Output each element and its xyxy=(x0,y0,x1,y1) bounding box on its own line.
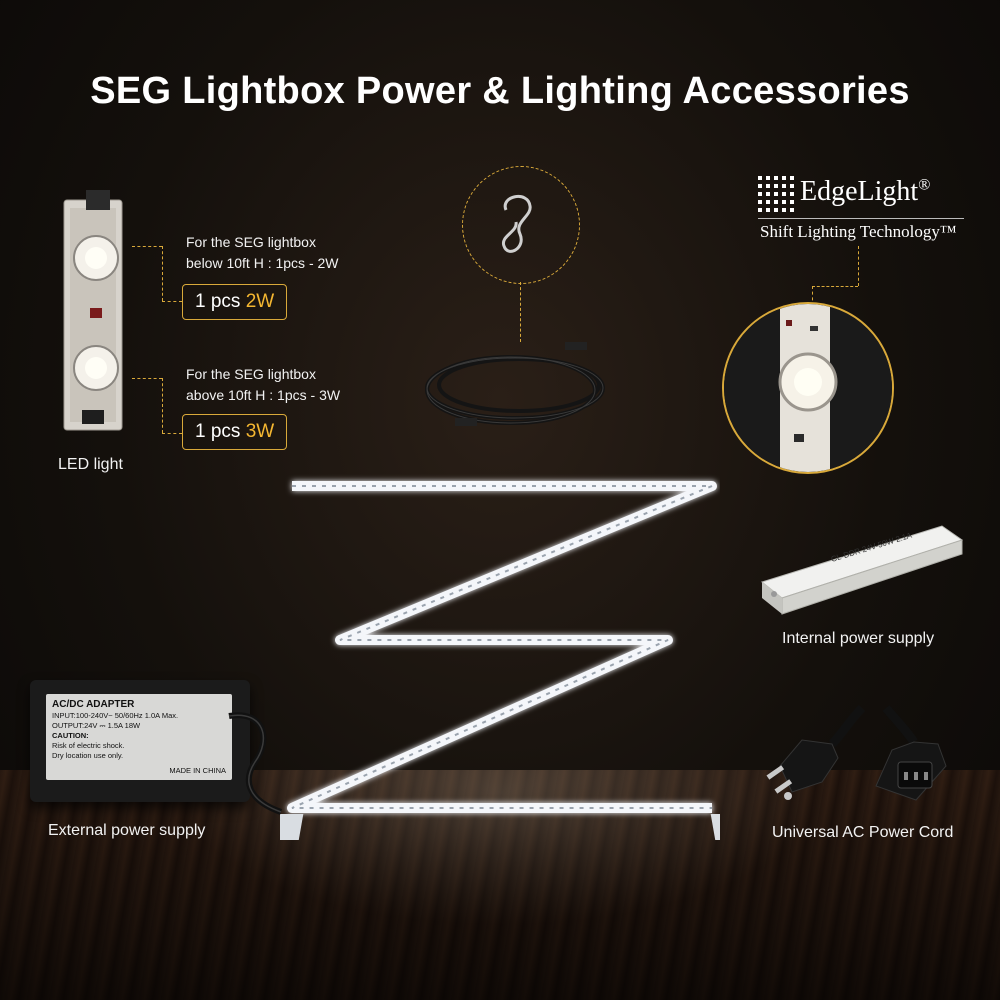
adapter-title: AC/DC ADAPTER xyxy=(52,699,135,710)
led-closeup-circle xyxy=(722,302,894,474)
iec-connector-image xyxy=(875,705,947,801)
internal-power-supply-label: Internal power supply xyxy=(782,630,935,647)
brand-name: EdgeLight® xyxy=(800,176,931,207)
ac-power-cord-label: Universal AC Power Cord xyxy=(772,824,954,841)
adapter-caution-line1: Risk of electric shock. xyxy=(52,741,125,750)
adapter-input-line: INPUT:100-240V~ 50/60Hz 1.0A Max. xyxy=(52,711,179,720)
led-option-3w-desc-line1: For the SEG lightbox xyxy=(186,366,316,382)
external-power-supply-label: External power supply xyxy=(48,822,206,839)
led-closeup-image xyxy=(724,304,892,472)
led-light-label: LED light xyxy=(58,456,123,473)
extension-cable-image xyxy=(425,342,605,426)
connector-detail-circle xyxy=(462,166,580,284)
led-option-2w-desc-line2: below 10ft H : 1pcs - 2W xyxy=(186,255,339,271)
led-option-2w-desc-line1: For the SEG lightbox xyxy=(186,234,316,250)
led-option-2w-badge: 1 pcs 2W xyxy=(182,284,288,320)
brand-tagline: Shift Lighting Technology™ xyxy=(760,222,957,241)
adapter-caution-title: CAUTION: xyxy=(52,731,89,740)
badge-prefix: 1 pcs xyxy=(195,421,241,442)
external-adapter-body: AC/DC ADAPTER INPUT:100-240V~ 50/60Hz 1.… xyxy=(30,680,250,802)
clip-icon xyxy=(501,195,532,253)
adapter-cable-image xyxy=(228,712,283,815)
led-light-module-image xyxy=(63,190,123,431)
brand-divider xyxy=(758,218,964,219)
edgelight-logo-icon xyxy=(758,176,794,212)
adapter-made-in: MADE IN CHINA xyxy=(169,766,226,775)
zigzag-led-frame-image xyxy=(280,481,720,840)
adapter-label-plate: AC/DC ADAPTER INPUT:100-240V~ 50/60Hz 1.… xyxy=(46,694,232,780)
badge-watt: 3W xyxy=(245,421,275,442)
badge-watt: 2W xyxy=(245,291,275,312)
badge-prefix: 1 pcs xyxy=(195,291,241,312)
page-title: SEG Lightbox Power & Lighting Accessorie… xyxy=(90,70,910,112)
internal-power-supply-image: CL-DDR 24V-50W 2.1A xyxy=(760,525,964,615)
adapter-output-line: OUTPUT:24V ⎓ 1.5A 18W xyxy=(52,721,141,730)
led-option-3w-desc-line2: above 10ft H : 1pcs - 3W xyxy=(186,387,341,403)
adapter-caution-line2: Dry location use only. xyxy=(52,751,124,760)
ac-plug-image xyxy=(766,704,866,800)
led-option-3w-badge: 1 pcs 3W xyxy=(182,414,288,450)
